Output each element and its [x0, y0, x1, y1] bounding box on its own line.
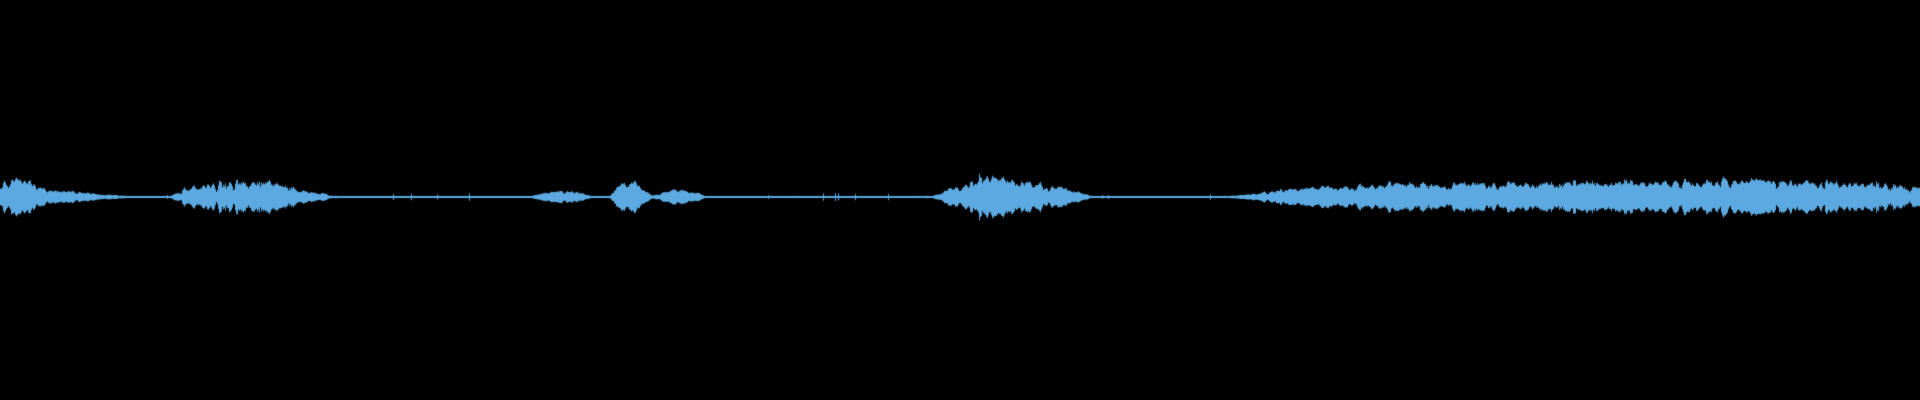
waveform-viewer[interactable]	[0, 0, 1920, 400]
waveform-canvas[interactable]	[0, 0, 1920, 400]
